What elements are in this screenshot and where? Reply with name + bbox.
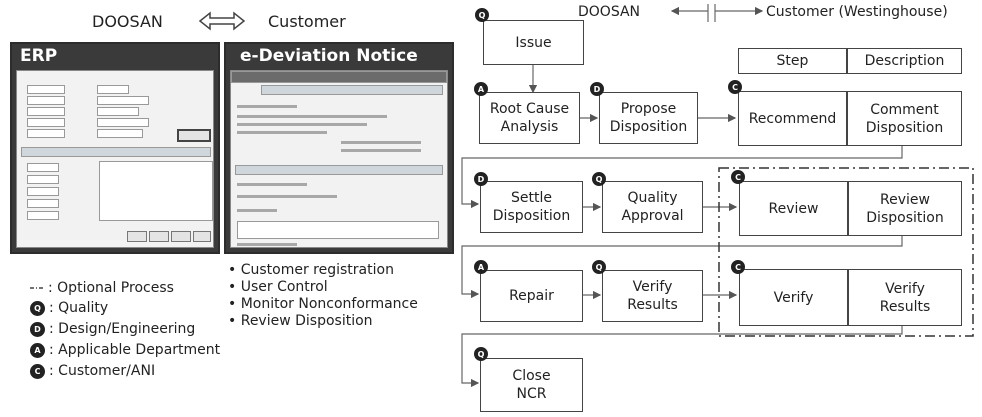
customer-label: Customer xyxy=(268,12,346,31)
step-verify-results-customer: Verify Results xyxy=(848,269,962,326)
erp-field xyxy=(27,163,59,172)
erp-field xyxy=(27,211,59,220)
e-deviation-tab-bar xyxy=(261,85,443,95)
erp-field xyxy=(27,129,65,138)
e-deviation-line xyxy=(237,131,327,134)
quality-badge-icon: Q xyxy=(592,172,606,186)
dash-dot-line-icon xyxy=(30,287,44,289)
e-deviation-header-bar xyxy=(231,71,447,83)
e-deviation-screenshot-panel: e-Deviation Notice xyxy=(224,42,454,254)
doosan-label: DOOSAN xyxy=(92,12,163,31)
erp-field xyxy=(97,96,149,105)
step-comment-disposition: Comment Disposition xyxy=(847,91,962,146)
applicable-badge-icon: A xyxy=(474,260,488,274)
quality-badge-icon: Q xyxy=(592,260,606,274)
step-review-disposition: Review Disposition xyxy=(848,181,962,236)
erp-field xyxy=(27,107,65,116)
erp-text-area xyxy=(99,161,213,221)
quality-icon: Q xyxy=(30,300,45,316)
legend-quality: Q : Quality xyxy=(30,300,108,316)
e-deviation-line xyxy=(237,243,297,246)
erp-field xyxy=(97,129,143,138)
erp-field xyxy=(27,199,59,208)
e-deviation-screen xyxy=(230,70,448,248)
erp-field xyxy=(27,96,65,105)
step-propose-disposition: Propose Disposition xyxy=(599,92,698,144)
feature-item: • Customer registration xyxy=(228,262,394,278)
flow-doosan-label: DOOSAN xyxy=(578,4,641,20)
e-deviation-line xyxy=(237,105,297,108)
e-deviation-title: e-Deviation Notice xyxy=(240,46,418,66)
erp-field xyxy=(97,85,129,94)
double-arrow-icon xyxy=(198,11,246,31)
legend-applicable: A : Applicable Department xyxy=(30,342,220,358)
step-quality-approval: Quality Approval xyxy=(602,181,703,233)
erp-button xyxy=(127,231,147,242)
e-deviation-line xyxy=(237,195,337,198)
customer-badge-icon: C xyxy=(731,260,745,274)
step-verify: Verify xyxy=(739,269,848,326)
erp-tab-bar xyxy=(21,147,211,157)
applicable-badge-icon: A xyxy=(474,82,488,96)
step-review: Review xyxy=(739,181,848,236)
design-badge-icon: D xyxy=(474,172,488,186)
legend-design: D : Design/Engineering xyxy=(30,321,195,337)
quality-badge-icon: Q xyxy=(475,8,489,22)
header-step: Step xyxy=(738,48,847,74)
header-description: Description xyxy=(847,48,962,74)
e-deviation-line xyxy=(237,123,367,126)
applicable-department-icon: A xyxy=(30,342,45,358)
erp-button xyxy=(149,231,169,242)
customer-badge-icon: C xyxy=(731,170,745,184)
feature-item: • Monitor Nonconformance xyxy=(228,296,418,312)
erp-field xyxy=(97,118,149,127)
e-deviation-line xyxy=(237,183,307,186)
erp-screen xyxy=(16,70,214,248)
e-deviation-section-bar xyxy=(235,165,443,175)
erp-title: ERP xyxy=(20,46,58,66)
step-settle-disposition: Settle Disposition xyxy=(480,181,583,233)
step-repair: Repair xyxy=(480,270,583,322)
design-badge-icon: D xyxy=(590,82,604,96)
erp-button xyxy=(193,231,211,242)
erp-button xyxy=(171,231,191,242)
erp-field xyxy=(97,107,139,116)
erp-field xyxy=(27,118,65,127)
step-close-ncr: Close NCR xyxy=(480,358,583,412)
erp-field xyxy=(27,187,59,196)
e-deviation-line xyxy=(237,115,387,118)
customer-ani-icon: C xyxy=(30,363,45,379)
erp-highlight-button xyxy=(177,129,211,142)
step-issue: Issue xyxy=(483,20,584,65)
e-deviation-line xyxy=(237,209,277,212)
customer-badge-icon: C xyxy=(728,80,742,94)
erp-field xyxy=(27,85,65,94)
erp-screenshot-panel: ERP xyxy=(10,42,220,254)
e-deviation-line xyxy=(341,141,421,144)
e-deviation-line xyxy=(341,149,421,152)
step-verify-results: Verify Results xyxy=(602,270,703,322)
legend-customer: C : Customer/ANI xyxy=(30,363,155,379)
feature-item: • Review Disposition xyxy=(228,313,373,329)
legend-optional: : Optional Process xyxy=(30,280,174,296)
step-root-cause-analysis: Root Cause Analysis xyxy=(479,92,580,144)
flow-customer-label: Customer (Westinghouse) xyxy=(766,4,948,20)
quality-badge-icon: Q xyxy=(474,347,488,361)
erp-field xyxy=(27,175,59,184)
step-recommend: Recommend xyxy=(738,91,847,146)
feature-item: • User Control xyxy=(228,279,328,295)
e-deviation-input-box xyxy=(237,221,439,239)
design-engineering-icon: D xyxy=(30,321,45,337)
